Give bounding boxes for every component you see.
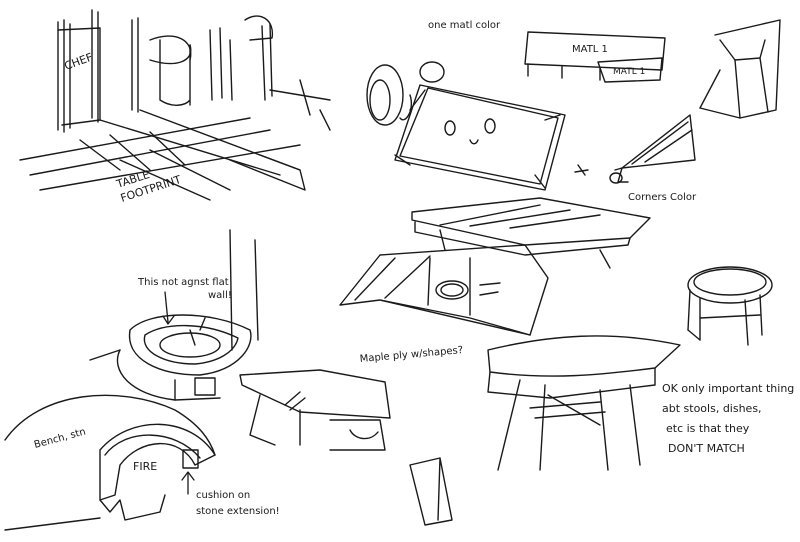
arrow-up-icon — [181, 471, 195, 495]
curved-bench-fire-sketch — [4, 394, 216, 531]
dining-table-sketch — [339, 197, 651, 336]
kitchen-perspective-sketch — [19, 9, 445, 201]
cushion-label-line2: stone extension! — [196, 506, 280, 517]
corner-wedge-sketch — [609, 114, 696, 184]
ok-note-line4: DON'T MATCH — [668, 442, 745, 455]
slab-table-sketch — [409, 335, 681, 526]
coffee-table-sketch — [239, 369, 391, 451]
ok-note-line3: etc is that they — [666, 422, 750, 435]
ok-note-line1: OK only important thing — [662, 382, 794, 395]
fire-label: FIRE — [133, 460, 157, 473]
corners-color-label: Corners Color — [628, 192, 697, 203]
one-material-label: one matl color — [428, 20, 501, 31]
arrow-down-icon — [162, 291, 175, 325]
stool-sketch — [687, 266, 773, 346]
ok-note-line2: abt stools, dishes, — [662, 402, 762, 415]
tabletop-plan-sketch — [394, 84, 589, 191]
bench-label: Bench, stn — [33, 427, 87, 451]
matl-1-top-label: MATL 1 — [572, 44, 608, 55]
fireplace-bench-sketch — [89, 229, 259, 401]
kitchen-label: CHEF — [63, 51, 95, 73]
matl-1-bottom-label: MATL 1 — [613, 67, 645, 77]
not-against-wall-label-line2: wall! — [208, 290, 232, 301]
cushion-label-line1: cushion on — [196, 490, 250, 501]
maple-ply-label: Maple ply w/shapes? — [359, 345, 463, 365]
not-against-wall-label-line1: This not agnst flat — [137, 277, 229, 288]
design-note: OK only important thing abt stools, dish… — [662, 382, 794, 455]
material-panels-sketch — [524, 19, 781, 119]
